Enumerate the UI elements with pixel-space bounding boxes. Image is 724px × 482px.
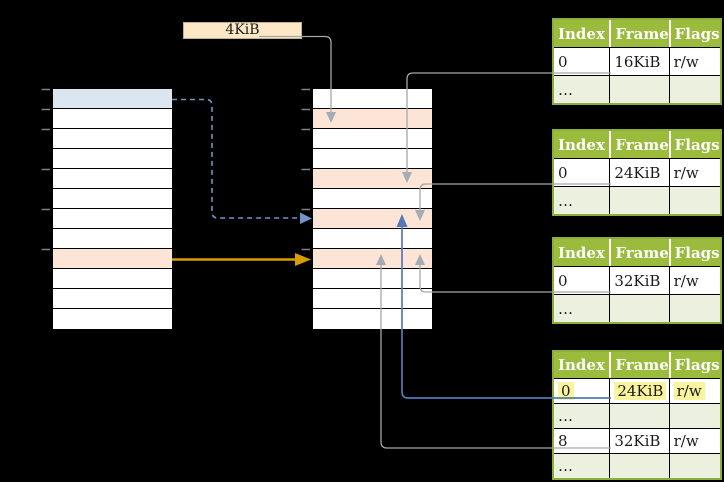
middle-column-ticks xyxy=(301,88,310,251)
table-cell: … xyxy=(558,457,573,475)
memory-row-white xyxy=(313,309,432,329)
column-header: Index xyxy=(558,135,605,154)
physical-memory-column xyxy=(313,89,432,329)
memory-row-white xyxy=(313,269,432,289)
highlighted-value: 24KiB xyxy=(614,382,667,400)
table-cell xyxy=(609,295,668,322)
memory-row-white xyxy=(53,109,172,129)
highlighted-value: 0 xyxy=(558,382,574,400)
table-dots-row: … xyxy=(554,403,720,428)
table-cell: 32KiB xyxy=(609,267,668,294)
table-cell: 16KiB xyxy=(609,48,668,75)
memory-row-white xyxy=(53,149,172,169)
table-cell xyxy=(609,454,668,478)
table-cell xyxy=(668,404,720,428)
memory-row-orange xyxy=(313,209,432,229)
arrow-virtual-to-physical-dashed xyxy=(172,98,312,224)
table-dots-row: … xyxy=(554,294,720,322)
table-cell xyxy=(609,404,668,428)
memory-row-orange xyxy=(313,249,432,269)
memory-row-white xyxy=(313,229,432,249)
table-cell: r/w xyxy=(668,379,720,403)
memory-row-white xyxy=(313,129,432,149)
column-header: Flags xyxy=(668,131,720,158)
table-cell xyxy=(668,76,720,103)
memory-row-white xyxy=(313,149,432,169)
memory-row-white xyxy=(313,89,432,109)
table-dots-row: … xyxy=(554,186,720,214)
memory-row-orange xyxy=(313,169,432,189)
table-cell: 0 xyxy=(554,379,609,403)
table-cell: 8 xyxy=(558,432,568,450)
memory-row-white xyxy=(53,269,172,289)
memory-row-blue xyxy=(53,89,172,109)
memory-row-white xyxy=(53,289,172,309)
memory-row-orange xyxy=(53,249,172,269)
column-header: Frame xyxy=(609,131,669,158)
table-dots-row: … xyxy=(554,453,720,478)
table-cell: r/w xyxy=(668,267,720,294)
table-cell xyxy=(609,76,668,103)
virtual-memory-column xyxy=(53,89,172,329)
memory-row-white xyxy=(53,189,172,209)
table-cell: 0 xyxy=(558,52,568,71)
table-cell: r/w xyxy=(668,429,720,453)
column-header: Frame xyxy=(609,239,669,266)
table-cell: r/w xyxy=(668,159,720,186)
table-dots-row: … xyxy=(554,75,720,103)
memory-row-white xyxy=(53,229,172,249)
table-cell: 24KiB xyxy=(609,159,668,186)
table-cell xyxy=(668,454,720,478)
memory-row-white xyxy=(313,189,432,209)
memory-row-white xyxy=(53,129,172,149)
column-header: Index xyxy=(558,243,605,262)
page-size-label: 4KiB xyxy=(183,22,302,39)
table-cell xyxy=(668,295,720,322)
highlighted-value: r/w xyxy=(673,382,705,400)
memory-row-white xyxy=(53,209,172,229)
column-header: Flags xyxy=(668,239,720,266)
table-cell xyxy=(668,187,720,214)
table-cell: 32KiB xyxy=(609,429,668,453)
arrow-virtual-to-physical-gold xyxy=(172,253,311,266)
memory-row-orange xyxy=(313,109,432,129)
table-cell: 0 xyxy=(558,271,568,290)
memory-row-white xyxy=(313,289,432,309)
table-cell: … xyxy=(558,80,573,99)
table-cell: 24KiB xyxy=(609,379,668,403)
table-cell xyxy=(609,187,668,214)
table-cell: … xyxy=(558,191,573,210)
table-cell: r/w xyxy=(668,48,720,75)
column-header: Frame xyxy=(609,352,669,378)
left-column-ticks xyxy=(41,88,50,251)
memory-row-white xyxy=(53,169,172,189)
table-cell: … xyxy=(558,299,573,318)
column-header: Flags xyxy=(668,352,720,378)
memory-row-white xyxy=(53,309,172,329)
column-header: Frame xyxy=(609,20,669,47)
column-header: Flags xyxy=(668,20,720,47)
table-cell: 0 xyxy=(558,163,568,182)
table-row: 0 24KiB r/w xyxy=(554,378,720,403)
column-header: Index xyxy=(558,24,605,43)
table-cell: … xyxy=(558,407,573,425)
column-header: Index xyxy=(558,356,605,374)
